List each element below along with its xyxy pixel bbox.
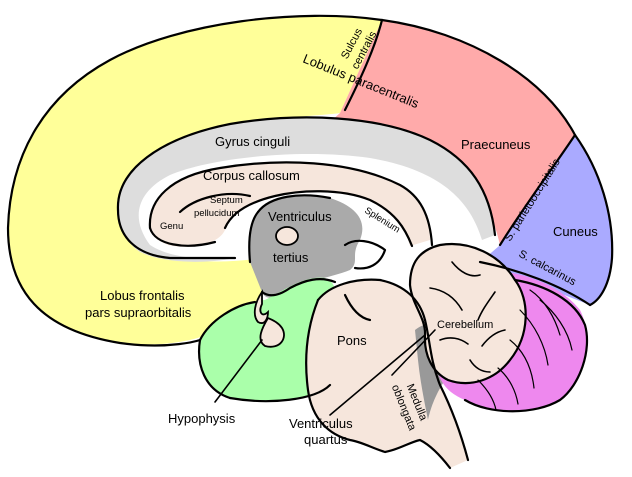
gyrus-cinguli-region: [117, 117, 496, 262]
ventriculus-quartus-label-2: quartus: [304, 432, 348, 447]
ventriculus-tertius-label-2: tertius: [273, 250, 309, 265]
corpus-callosum-region: [149, 162, 430, 247]
septum-label-2: pellucidum: [194, 208, 239, 219]
ventriculus-quartus-leader-line: [329, 334, 426, 416]
cuneus-label: Cuneus: [553, 224, 598, 239]
ventriculus-tertius-region: [249, 195, 363, 298]
outlines: [6, 14, 614, 470]
lobus-frontalis-label-1: Lobus frontalis: [100, 288, 185, 303]
cerebellum-leader-line: [391, 329, 436, 376]
lobus-frontalis-label-2: pars supraorbitalis: [85, 305, 192, 320]
hypophysis-shape: [253, 289, 285, 348]
praecuneus-label: Praecuneus: [461, 137, 531, 152]
massa-intermedia: [275, 226, 299, 246]
ventriculus-tertius-label-1: Ventriculus: [268, 209, 332, 224]
ventriculus-quartus-label-1: Ventriculus: [289, 416, 353, 431]
gyrus-cinguli-label: Gyrus cinguli: [215, 134, 290, 149]
cuneus-region: [480, 135, 613, 305]
hypophysis-leader-line: [214, 339, 263, 403]
brainstem-region: [306, 279, 468, 468]
frontal-lobe-region: [8, 15, 382, 345]
cerebellum-label: Cerebellum: [437, 319, 493, 331]
genu-label: Genu: [160, 221, 183, 232]
paracentral-praecuneus-region: [330, 20, 575, 245]
pons-label: Pons: [337, 333, 367, 348]
corpus-callosum-label: Corpus callosum: [203, 168, 300, 183]
cerebellum-white-region: [410, 244, 526, 384]
septum-label-1: Septum: [210, 195, 243, 206]
hypophysis-label: Hypophysis: [168, 411, 236, 426]
